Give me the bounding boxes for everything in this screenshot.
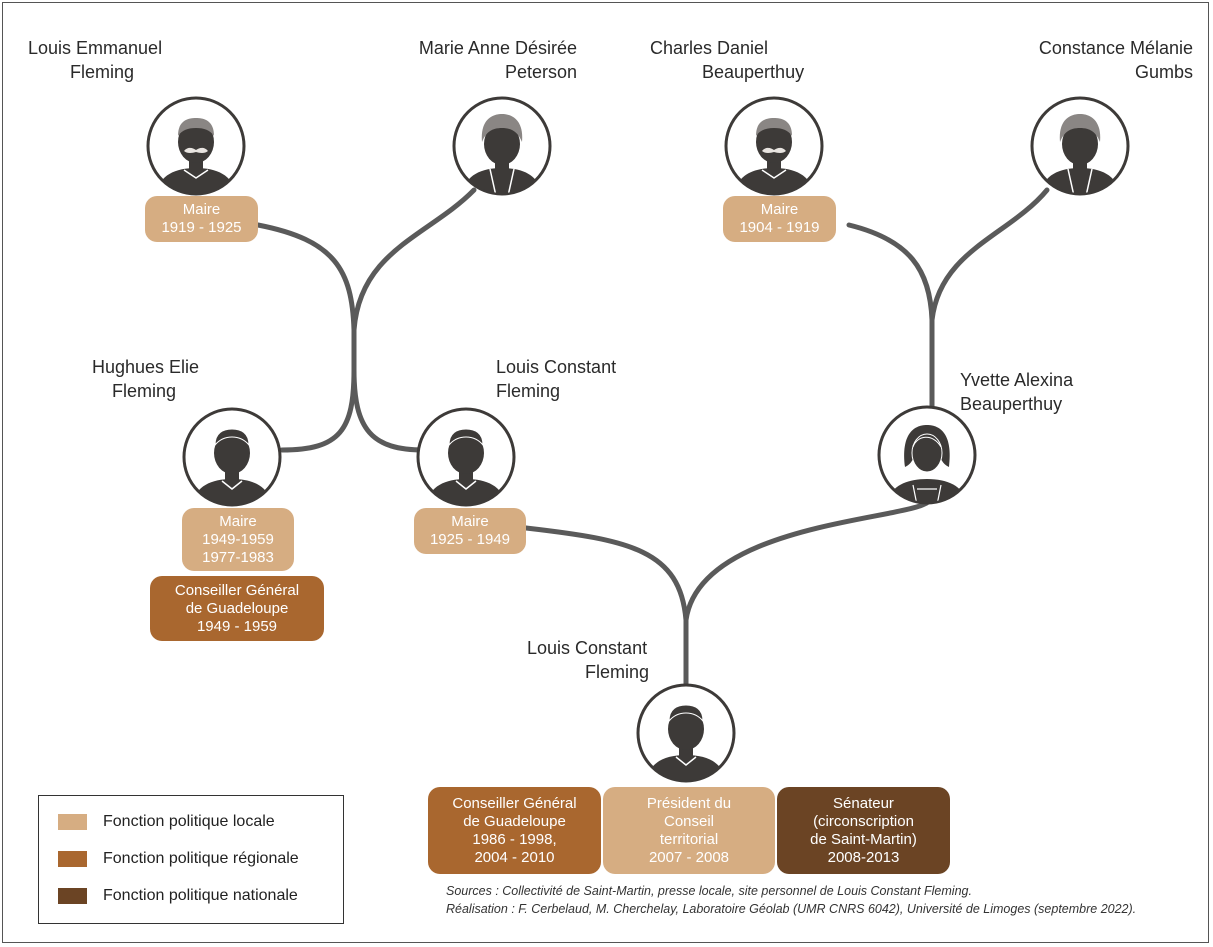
name-hughues: Hughues Elie Fleming bbox=[92, 355, 199, 403]
name-line: Fleming bbox=[112, 381, 177, 401]
local-function-box-charles-daniel: Maire 1904 - 1919 bbox=[723, 196, 836, 242]
name-line: Beauperthuy bbox=[960, 394, 1063, 414]
legend-swatch-national bbox=[58, 888, 87, 904]
name-constance: Constance Mélanie Gumbs bbox=[1039, 36, 1193, 84]
role-label: Maire bbox=[219, 512, 257, 530]
young-man-portrait-icon bbox=[416, 407, 516, 507]
name-line: Charles Daniel bbox=[650, 38, 769, 58]
name-line: Louis Constant bbox=[496, 357, 617, 377]
local-function-box-hughues: Maire 1949-1959 1977-1983 bbox=[182, 508, 294, 571]
connector-yvette-child bbox=[683, 497, 933, 623]
function-line: Conseil bbox=[663, 812, 715, 830]
function-line: Président du bbox=[646, 794, 732, 812]
local-function-box-louis-emmanuel: Maire 1919 - 1925 bbox=[145, 196, 258, 242]
connector-marie-anne bbox=[351, 187, 477, 333]
legend-label: Fonction politique nationale bbox=[103, 887, 298, 904]
name-line: Marie Anne Désirée bbox=[418, 38, 577, 58]
legend-label: Fonction politique régionale bbox=[103, 850, 299, 867]
function-line: Conseiller Général bbox=[174, 581, 300, 599]
function-line: (circonscription bbox=[813, 812, 914, 830]
name-line: Fleming bbox=[496, 381, 561, 401]
name-line: Peterson bbox=[504, 62, 577, 82]
man-mustache-portrait-icon bbox=[146, 96, 246, 196]
name-louis-constant: Louis Constant Fleming bbox=[527, 636, 649, 684]
name-line: Louis Emmanuel bbox=[28, 38, 163, 58]
name-line: Fleming bbox=[585, 662, 650, 682]
woman-portrait-icon bbox=[1030, 96, 1130, 196]
young-man-portrait-icon bbox=[182, 407, 282, 507]
years-label: 1977-1983 bbox=[202, 548, 274, 566]
name-line: Constance Mélanie bbox=[1038, 38, 1193, 58]
function-line: 1986 - 1998, bbox=[472, 830, 557, 848]
role-label: Maire bbox=[182, 201, 221, 218]
role-label: Maire bbox=[451, 513, 489, 530]
legend: Fonction politique locale Fonction polit… bbox=[38, 795, 344, 924]
man-mustache-portrait-icon bbox=[724, 96, 824, 196]
function-line: Conseiller Général bbox=[452, 794, 577, 812]
name-line: Fleming bbox=[70, 62, 135, 82]
function-line: de Guadeloupe bbox=[185, 599, 289, 617]
legend-item-local: Fonction politique locale bbox=[58, 811, 275, 833]
connector-louis-emmanuel bbox=[255, 222, 357, 373]
function-line: 2004 - 2010 bbox=[474, 848, 555, 866]
function-line: territorial bbox=[659, 830, 719, 848]
name-line: Beauperthuy bbox=[702, 62, 805, 82]
local-function-box-louis-constant: Président du Conseil territorial 2007 - … bbox=[603, 787, 775, 874]
young-woman-portrait-icon bbox=[877, 405, 977, 505]
name-line: Louis Constant bbox=[527, 638, 648, 658]
legend-swatch-regional bbox=[58, 851, 87, 867]
sources-credit: Sources : Collectivité de Saint-Martin, … bbox=[446, 882, 1136, 918]
legend-swatch-local bbox=[58, 814, 87, 830]
woman-portrait-icon bbox=[452, 96, 552, 196]
name-yvette: Yvette Alexina Beauperthuy bbox=[960, 368, 1073, 416]
young-man-portrait-icon bbox=[636, 683, 736, 783]
legend-item-regional: Fonction politique régionale bbox=[58, 848, 299, 870]
connector-charles-daniel bbox=[846, 222, 935, 421]
regional-function-box-hughues: Conseiller Général de Guadeloupe 1949 - … bbox=[150, 576, 324, 641]
function-line: de Guadeloupe bbox=[463, 812, 566, 830]
legend-label: Fonction politique locale bbox=[103, 813, 275, 830]
name-louis-emmanuel: Louis Emmanuel Fleming bbox=[28, 36, 162, 84]
national-function-box-louis-constant: Sénateur (circonscription de Saint-Marti… bbox=[777, 787, 950, 874]
function-line: Sénateur bbox=[833, 794, 894, 812]
function-line: 2007 - 2008 bbox=[648, 848, 730, 866]
connector-louis-constant-father-child bbox=[523, 525, 689, 693]
function-line: de Saint-Martin) bbox=[810, 830, 917, 848]
years-label: 1949-1959 bbox=[202, 530, 274, 548]
name-marie-anne: Marie Anne Désirée Peterson bbox=[419, 36, 577, 84]
role-label: Maire bbox=[760, 201, 799, 218]
credits-line: Réalisation : F. Cerbelaud, M. Cherchela… bbox=[446, 902, 1137, 916]
sources-line: Sources : Collectivité de Saint-Martin, … bbox=[446, 884, 972, 898]
local-function-box-louis-constant-father: Maire 1925 - 1949 bbox=[414, 508, 526, 554]
connector-louis-constant-father bbox=[351, 367, 427, 453]
years-label: 1925 - 1949 bbox=[429, 531, 511, 548]
name-charles-daniel: Charles Daniel Beauperthuy bbox=[650, 36, 804, 84]
legend-item-national: Fonction politique nationale bbox=[58, 885, 298, 907]
connector-hughues bbox=[279, 367, 357, 453]
name-line: Hughues Elie bbox=[92, 357, 200, 377]
connector-constance bbox=[929, 187, 1050, 323]
name-line: Gumbs bbox=[1134, 62, 1193, 82]
years-label: 1904 - 1919 bbox=[739, 219, 820, 236]
years-label: 1919 - 1925 bbox=[161, 219, 242, 236]
name-louis-constant-father: Louis Constant Fleming bbox=[496, 355, 616, 403]
function-line: 1949 - 1959 bbox=[196, 617, 278, 635]
function-line: 2008-2013 bbox=[827, 848, 900, 866]
regional-function-box-louis-constant: Conseiller Général de Guadeloupe 1986 - … bbox=[428, 787, 601, 874]
name-line: Yvette Alexina bbox=[960, 370, 1074, 390]
